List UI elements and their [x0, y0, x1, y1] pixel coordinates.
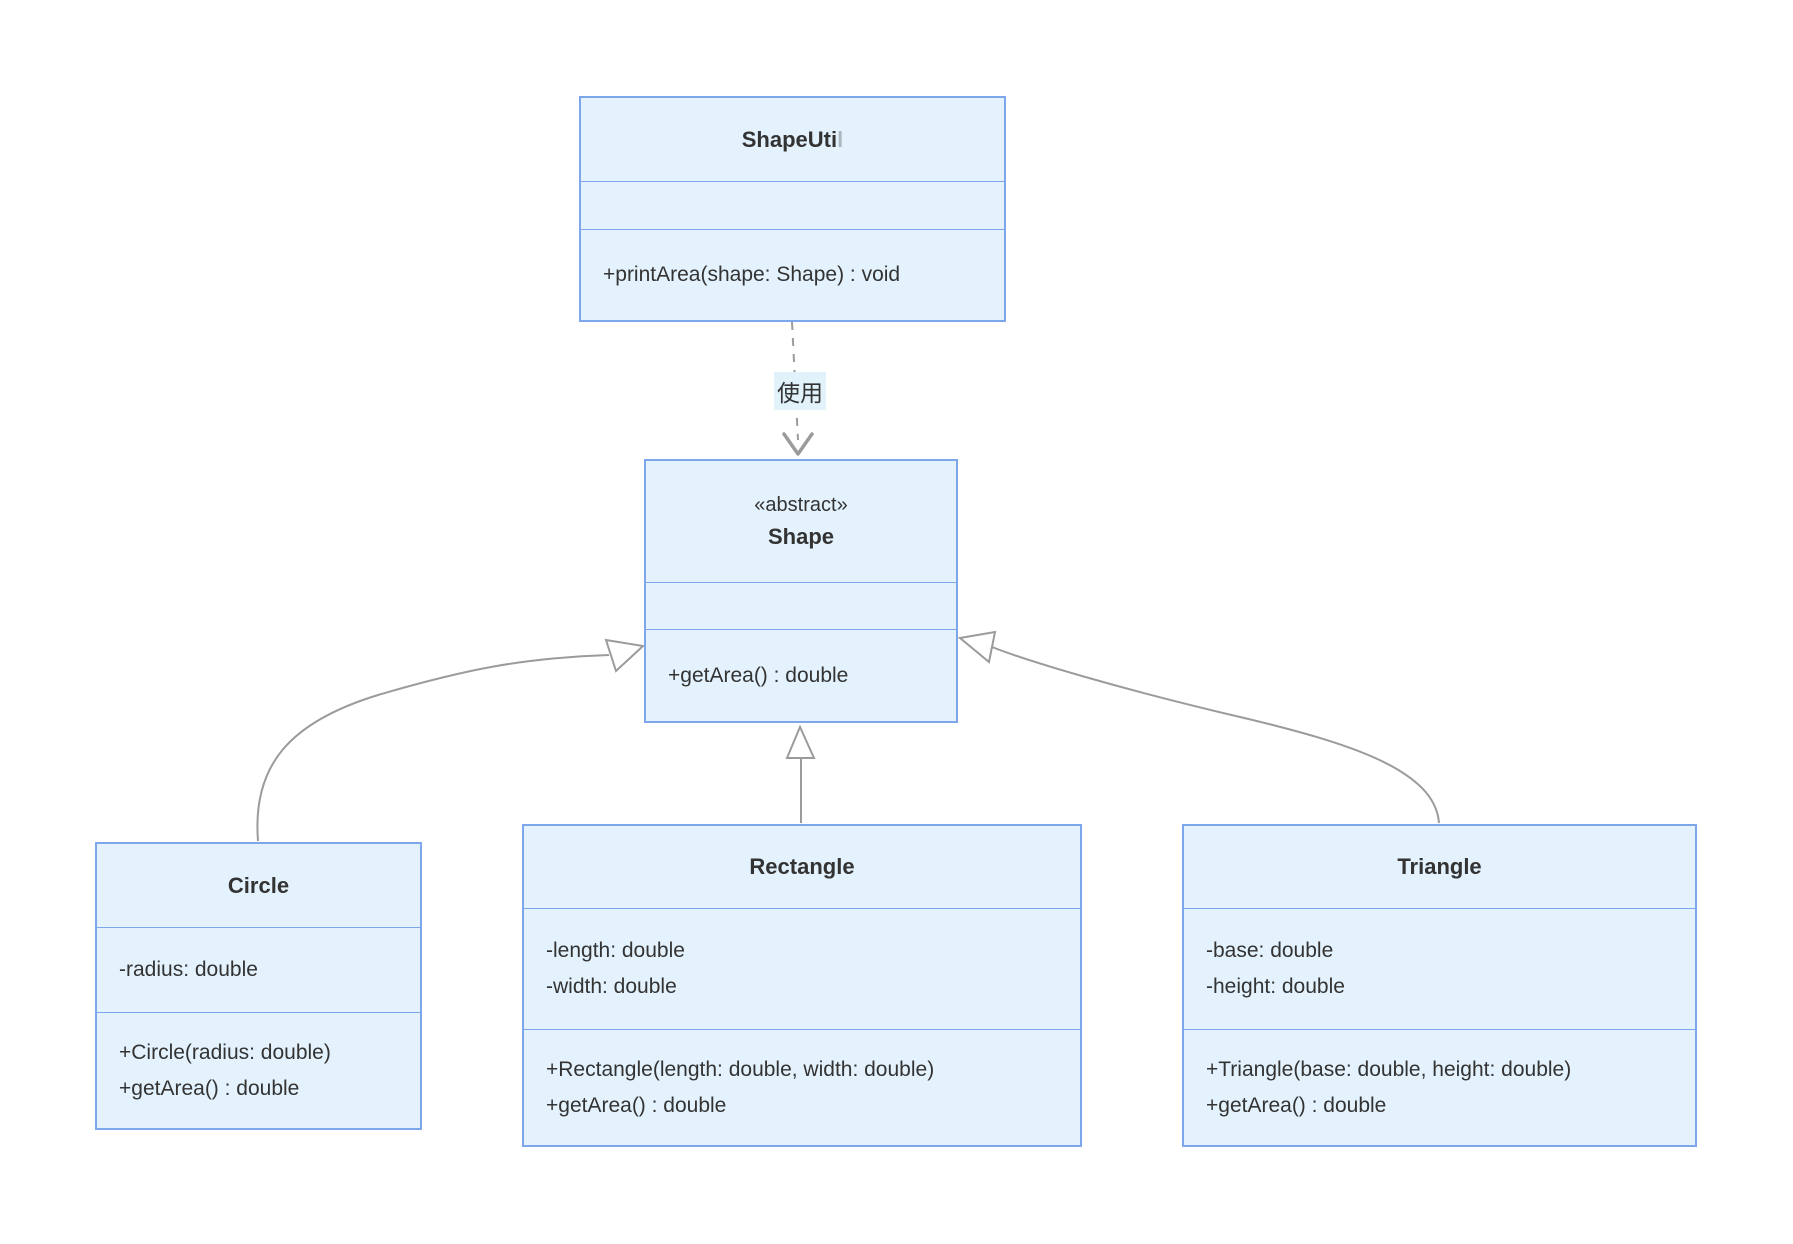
class-member: +getArea() : double	[668, 663, 849, 687]
class-member: -base: double	[1206, 939, 1334, 962]
class-annotation: «abstract»	[754, 493, 848, 516]
class-box-shape: «abstract» Shape +getArea() : double	[644, 459, 958, 723]
edge-label-uses: 使用	[774, 372, 826, 410]
class-title-text: Circle	[227, 872, 290, 898]
class-member: +getArea() : double	[546, 1093, 727, 1117]
class-box-triangle: Triangle -base: double -height: double +…	[1182, 824, 1697, 1147]
dependency-arrowhead	[782, 432, 814, 456]
class-methods-rectangle: +Rectangle(length: double, width: double…	[524, 1029, 1080, 1145]
class-title-text: Triangle	[1397, 854, 1482, 879]
class-attributes-shapeutil	[581, 181, 1004, 229]
class-title-rectangle: Rectangle	[524, 826, 1080, 908]
class-member: -length: double	[546, 939, 685, 962]
class-title-text: Shape	[767, 523, 835, 549]
class-member: +Triangle(base: double, height: double)	[1206, 1057, 1572, 1081]
class-member: -width: double	[546, 975, 677, 998]
class-title-shapeutil: ShapeUtil	[581, 98, 1004, 181]
class-box-shapeutil: ShapeUtil +printArea(shape: Shape) : voi…	[579, 96, 1006, 322]
class-title-shape: «abstract» Shape	[646, 461, 956, 582]
dependency-edge-shapeutil-shape	[791, 321, 799, 441]
class-member: -radius: double	[119, 958, 258, 981]
class-attributes-rectangle: -length: double -width: double	[524, 908, 1080, 1029]
class-box-circle: Circle -radius: double +Circle(radius: d…	[95, 842, 422, 1130]
class-title-circle: Circle	[97, 844, 420, 927]
class-member: +getArea() : double	[1206, 1093, 1387, 1117]
class-methods-shape: +getArea() : double	[646, 629, 956, 721]
class-member: +printArea(shape: Shape) : void	[603, 263, 901, 286]
class-title-text: ShapeUti	[741, 126, 838, 152]
class-methods-shapeutil: +printArea(shape: Shape) : void	[581, 229, 1004, 320]
class-methods-circle: +Circle(radius: double) +getArea() : dou…	[97, 1012, 420, 1128]
inheritance-arrowhead-circle	[604, 638, 646, 673]
class-title-clipped-letter: l	[837, 126, 844, 152]
inheritance-edge-triangle-shape	[991, 646, 1440, 824]
class-member: +Circle(radius: double)	[119, 1040, 331, 1064]
class-box-rectangle: Rectangle -length: double -width: double…	[522, 824, 1082, 1147]
class-attributes-triangle: -base: double -height: double	[1184, 908, 1695, 1029]
class-attributes-shape	[646, 582, 956, 629]
class-attributes-circle: -radius: double	[97, 927, 420, 1012]
class-member: +Rectangle(length: double, width: double…	[546, 1057, 935, 1081]
class-title-text: Rectangle	[749, 854, 855, 879]
class-member: +getArea() : double	[119, 1076, 300, 1100]
class-methods-triangle: +Triangle(base: double, height: double) …	[1184, 1029, 1695, 1145]
class-member: -height: double	[1206, 975, 1345, 998]
inheritance-arrowhead-rectangle	[785, 724, 816, 759]
inheritance-arrowhead-triangle	[957, 630, 997, 664]
inheritance-edge-circle-shape	[256, 654, 610, 842]
class-title-triangle: Triangle	[1184, 826, 1695, 908]
